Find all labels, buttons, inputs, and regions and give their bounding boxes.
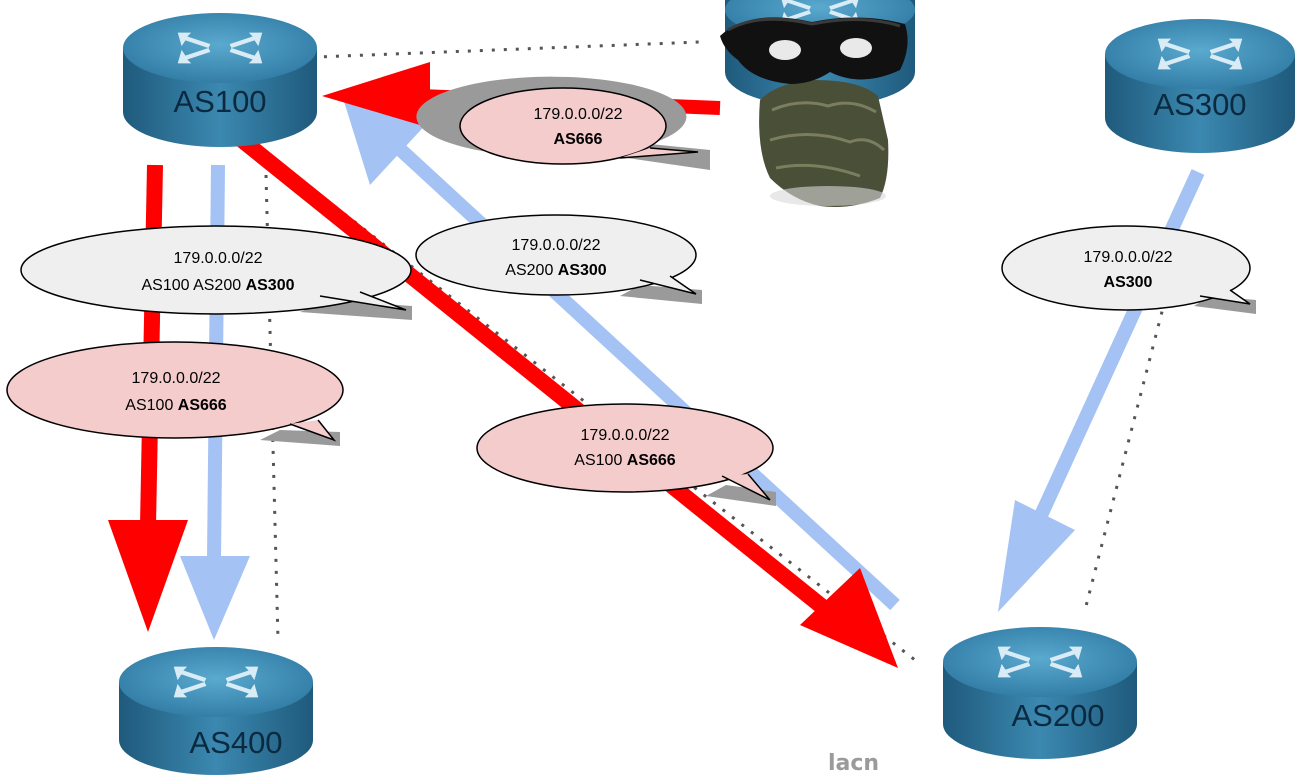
bubble-path-bold: AS666 [554, 131, 603, 148]
bubble-path: AS100 AS666 [125, 397, 227, 414]
physical-links [239, 40, 1167, 662]
bubble-hijack-to-as100: 179.0.0.0/22 AS666 [416, 76, 710, 170]
bubble-path-plain: AS200 [505, 262, 557, 279]
bubble-prefix: 179.0.0.0/22 [174, 250, 263, 267]
link-as300-as200 [1083, 299, 1167, 611]
router-as300: AS300 [1105, 19, 1295, 153]
bubble-path: AS100 AS200 AS300 [141, 277, 294, 294]
router-label-as400: AS400 [189, 725, 282, 760]
bubble-path-bold: AS666 [178, 397, 227, 414]
bubble-path-bold: AS300 [1104, 274, 1153, 291]
bubble-prefix: 179.0.0.0/22 [581, 427, 670, 444]
link-as100-as200 [249, 138, 916, 662]
bubble-path-bold: AS300 [558, 262, 607, 279]
router-as200: AS200 [943, 627, 1137, 759]
router-as100: AS100 [123, 13, 317, 147]
router-label-as200: AS200 [1011, 698, 1104, 733]
bubble-as200-to-as100-legit: 179.0.0.0/22 AS200 AS300 [415, 214, 702, 304]
watermark-text: lacn [828, 751, 879, 775]
bubble-prefix: 179.0.0.0/22 [512, 237, 601, 254]
router-as400: AS400 [119, 647, 313, 775]
router-label-as100: AS100 [173, 84, 266, 119]
bubble-as300-to-as200-legit: 179.0.0.0/22 AS300 [1001, 225, 1256, 314]
bubble-path: AS200 AS300 [505, 262, 607, 279]
bubble-prefix: 179.0.0.0/22 [1084, 249, 1173, 266]
bubble-as100-to-as400-hijack: 179.0.0.0/22 AS100 AS666 [6, 341, 344, 446]
link-as100-attacker [239, 40, 701, 62]
bubble-path-bold: AS666 [627, 452, 676, 469]
bubble-path-plain: AS100 [125, 397, 177, 414]
masked-bandit-icon [720, 17, 908, 207]
bubble-path-plain: AS100 AS200 [141, 277, 245, 294]
bubble-path-plain: AS100 [574, 452, 626, 469]
bubble-prefix: 179.0.0.0/22 [132, 370, 221, 387]
bubble-prefix: 179.0.0.0/22 [534, 106, 623, 123]
arrow-as100-to-as200-hijack [226, 125, 898, 668]
bubble-path-bold: AS300 [246, 277, 295, 294]
bubble-path: AS100 AS666 [574, 452, 676, 469]
legit-arrows [180, 95, 1205, 640]
bubble-as100-to-as400-legit: 179.0.0.0/22 AS100 AS200 AS300 [20, 225, 412, 320]
router-label-as300: AS300 [1153, 87, 1246, 122]
bubble-as100-to-as200-hijack: 179.0.0.0/22 AS100 AS666 [476, 403, 776, 506]
